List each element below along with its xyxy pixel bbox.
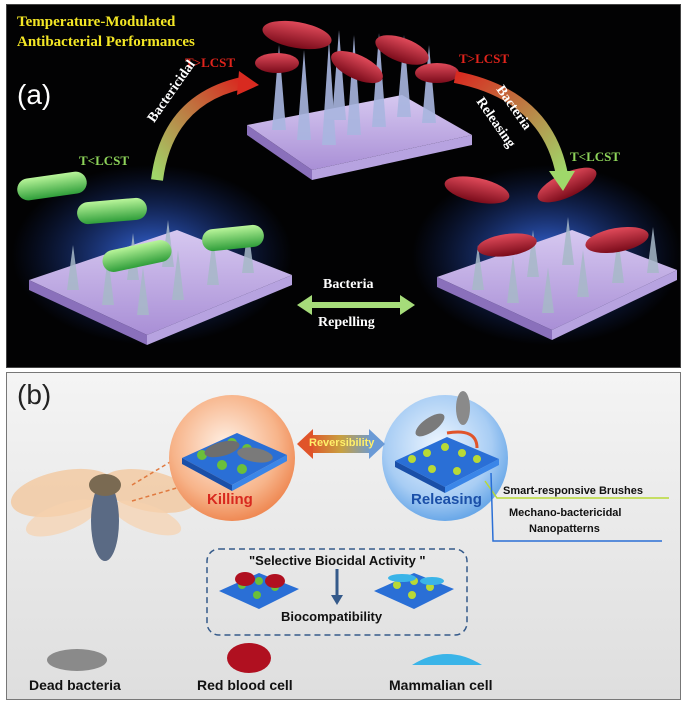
killing-label: Killing [207,491,253,508]
legend-red-blood-cell-icon [227,643,271,673]
legend-dead-bacteria-icon [47,649,107,671]
mechano-label-1: Mechano-bactericidal [509,507,622,519]
cicada-illustration [10,468,197,561]
bacteria-repelling-label-2: Repelling [318,315,375,330]
bactericidal-arrow [151,77,244,181]
legend-dead-bacteria-label: Dead bacteria [29,677,121,693]
panel-b-label: (b) [17,379,52,410]
mechano-label-2: Nanopatterns [529,523,600,535]
top-surface [247,30,472,180]
panel-a: (a) Temperature-Modulated Antibacterial … [6,4,681,368]
red-bacteria-right [444,167,649,257]
legend-mammalian-cell-icon [412,654,482,665]
green-bacteria [17,171,264,272]
t-gt-lcst-left: T>LCST [185,55,236,70]
biocompatibility-label: Biocompatibility [281,609,383,624]
releasing-label: Releasing [411,491,482,508]
releasing-arrow [453,71,568,177]
t-gt-lcst-right: T>LCST [459,51,510,66]
selective-left-surface [219,572,299,609]
t-lt-lcst-right: T<LCST [570,149,621,164]
title-line1: Temperature-Modulated [17,14,176,30]
releasing-sphere [382,391,508,521]
panel-a-illustration [12,20,680,345]
reversibility-arrow [297,429,385,459]
panel-b: (b) Killing Releasing Reversibility Smar… [6,372,681,700]
killing-sphere [169,395,295,521]
reversibility-label: Reversibility [309,437,375,449]
selective-box [206,548,468,636]
title-line2: Antibacterial Performances [17,34,195,50]
bacteria-repelling-label-1: Bacteria [323,277,374,292]
red-bacteria-top [255,20,459,84]
t-lt-lcst-left: T<LCST [79,153,130,168]
repelling-arrow [297,295,415,315]
smart-brushes-label: Smart-responsive Brushes [503,485,643,497]
right-surface [412,165,680,345]
legend-red-blood-cell-label: Red blood cell [197,677,293,693]
selective-label: "Selective Biocidal Activity " [249,553,426,568]
panel-b-illustration [10,391,669,673]
selective-right-surface [374,573,454,609]
legend-mammalian-cell-label: Mammalian cell [389,677,493,693]
panel-a-label: (a) [17,79,52,110]
